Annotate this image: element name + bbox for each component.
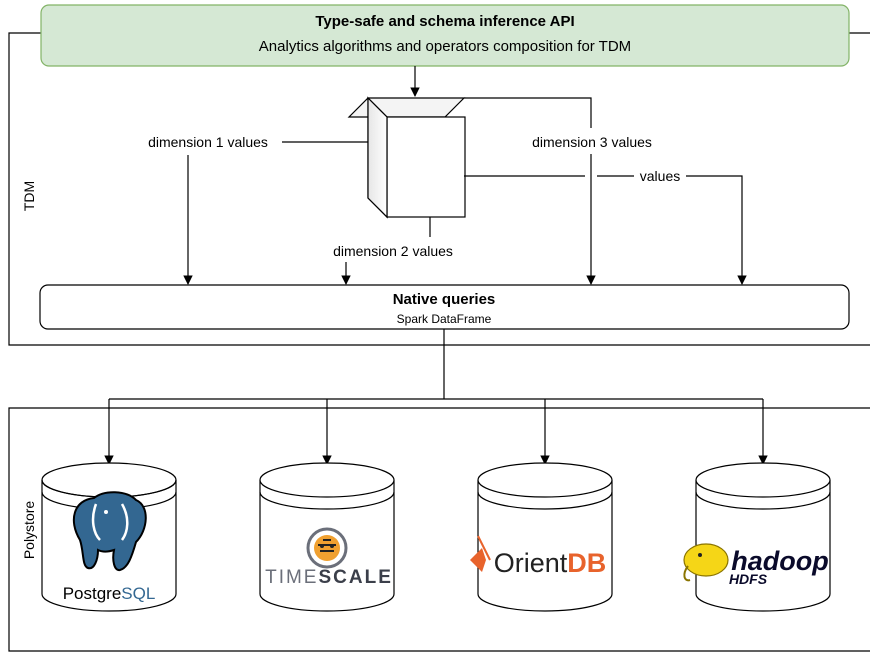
native-queries-box: Native queries Spark DataFrame (39, 284, 850, 330)
polystore-label: Polystore (21, 501, 37, 560)
distribution-connector (104, 329, 768, 465)
polystore-container: Polystore (8, 407, 870, 652)
native-queries-subtitle: Spark DataFrame (397, 312, 492, 326)
native-queries-title: Native queries (393, 291, 496, 308)
database-postgresql: PostgreSQL (41, 462, 177, 612)
database-timescale: TIMESCALE (259, 462, 395, 612)
timescale-logo-text: TIMESCALE (265, 567, 393, 588)
dimension-1-edge: dimension 1 values (148, 134, 368, 285)
api-title: Type-safe and schema inference API (315, 13, 574, 30)
dimension-3-edge: dimension 3 values (464, 97, 652, 285)
postgresql-logo-text: PostgreSQL (63, 584, 156, 603)
orientdb-compass-icon (470, 535, 491, 572)
postgresql-elephant-icon (72, 491, 147, 571)
dimension-3-label: dimension 3 values (532, 134, 652, 150)
values-label: values (640, 168, 680, 184)
timescale-tiger-icon (306, 527, 348, 569)
api-box: Type-safe and schema inference API Analy… (40, 4, 850, 67)
orientdb-logo-text: OrientDB (494, 548, 607, 578)
hadoop-logo-text: hadoop (731, 546, 828, 576)
database-hadoop: hadoop HDFS (683, 462, 831, 612)
cube-icon (347, 96, 466, 219)
hadoop-elephant-icon (683, 543, 729, 582)
dimension-2-edge: dimension 2 values (333, 217, 453, 285)
dimension-1-label: dimension 1 values (148, 134, 268, 150)
hdfs-logo-text: HDFS (729, 571, 768, 587)
values-edge: values (464, 168, 747, 285)
tdm-label: TDM (21, 181, 37, 211)
dimension-2-label: dimension 2 values (333, 243, 453, 259)
api-subtitle: Analytics algorithms and operators compo… (259, 38, 631, 55)
database-orientdb: OrientDB (470, 462, 613, 612)
